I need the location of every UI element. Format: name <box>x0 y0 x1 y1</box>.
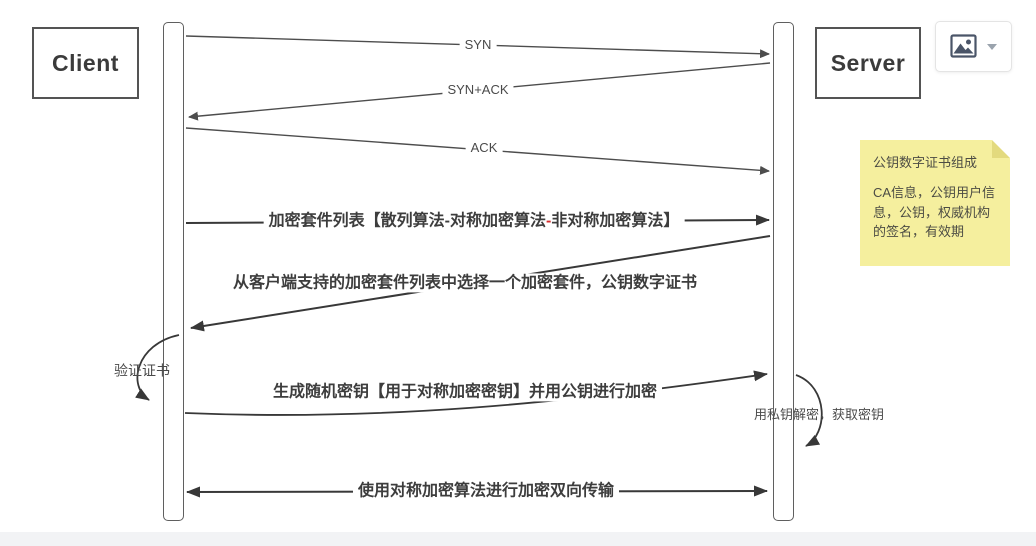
image-options-button[interactable] <box>935 21 1012 72</box>
select-cipher-label: 从客户端支持的加密套件列表中选择一个加密套件，公钥数字证书 <box>227 273 703 293</box>
cipher-list-label-red-dash: - <box>546 212 552 230</box>
client-lifeline <box>163 22 184 521</box>
server-actor-label: Server <box>830 49 906 76</box>
chevron-down-icon <box>987 43 997 50</box>
cipher-list-label: 加密套件列表【散列算法-对称加密算法-非对称加密算法】 <box>263 211 685 231</box>
syn-label: SYN <box>459 37 497 53</box>
certificate-sticky-note: 公钥数字证书组成 CA信息，公钥用户信息，公钥，权威机构的签名，有效期 <box>860 140 1010 266</box>
ack-label: ACK <box>465 140 503 156</box>
server-actor-box: Server <box>815 27 921 99</box>
image-icon <box>950 34 977 58</box>
generate-key-label: 生成随机密钥【用于对称加密密钥】并用公钥进行加密 <box>267 382 663 402</box>
decrypt-key-label: 用私钥解密，获取密钥 <box>753 407 885 423</box>
note-body: CA信息，公钥用户信息，公钥，权威机构的签名，有效期 <box>873 185 996 239</box>
encrypted-transfer-label: 使用对称加密算法进行加密双向传输 <box>352 481 620 501</box>
syn-ack-label: SYN+ACK <box>442 82 514 98</box>
note-title: 公钥数字证书组成 <box>873 155 978 170</box>
server-lifeline <box>773 22 794 521</box>
cipher-list-label-prefix: 加密套件列表【散列算法-对称加密算法 <box>268 212 546 230</box>
client-actor-box: Client <box>32 27 139 99</box>
client-actor-label: Client <box>52 49 119 76</box>
bottom-edge-bar <box>0 532 1036 546</box>
note-folded-corner <box>992 140 1010 158</box>
cipher-list-label-suffix: 非对称加密算法】 <box>551 212 680 230</box>
verify-cert-label: 验证证书 <box>114 362 170 379</box>
